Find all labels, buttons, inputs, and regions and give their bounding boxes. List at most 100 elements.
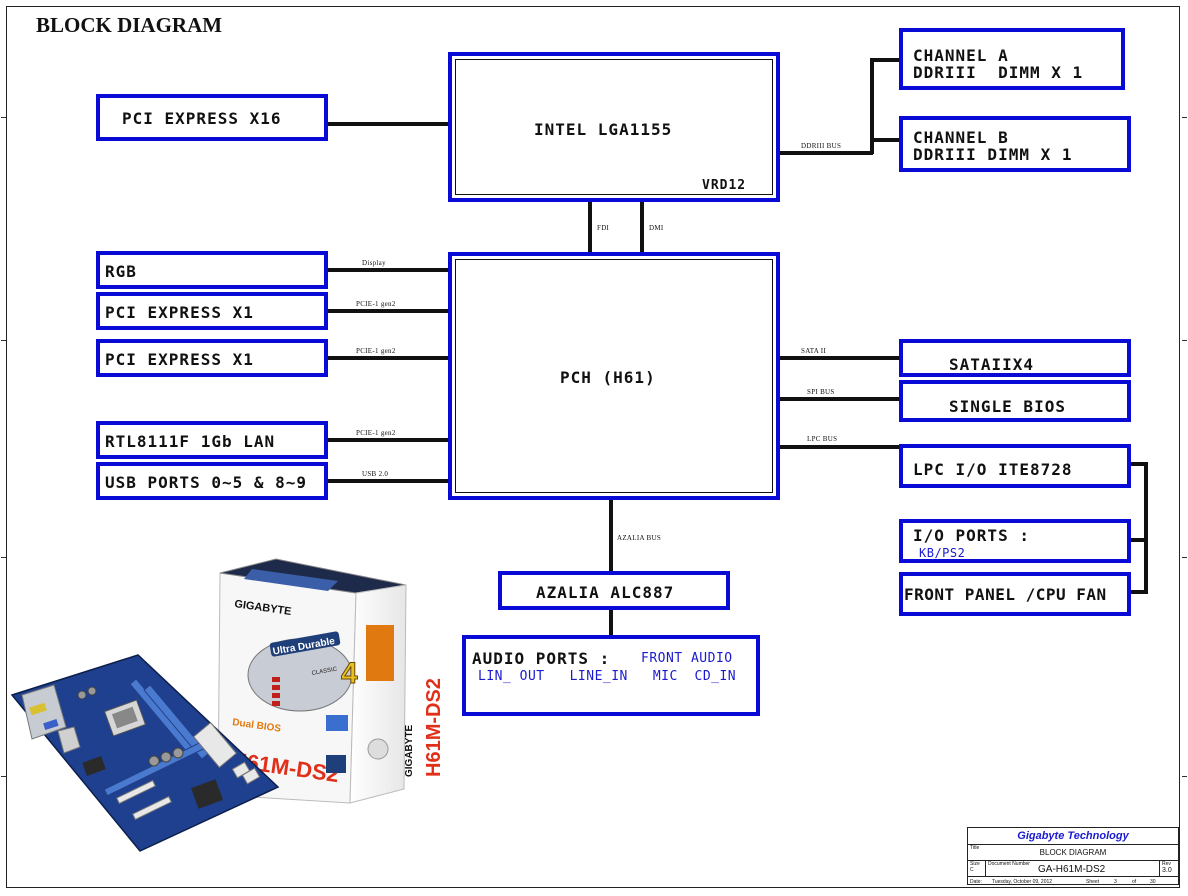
feature-bullet bbox=[272, 685, 280, 690]
title-block-divider bbox=[985, 861, 986, 877]
ddr-bus-vertical bbox=[870, 58, 874, 154]
usb-stack bbox=[57, 726, 81, 754]
feature-bullet bbox=[272, 701, 280, 706]
title-block-rev-label: Rev bbox=[1162, 861, 1171, 867]
title-block-sheet-label: Sheet bbox=[1086, 879, 1100, 885]
channel-a-title: CHANNEL A bbox=[913, 46, 1009, 65]
drawing-frame bbox=[6, 6, 1180, 888]
retail-box-logo bbox=[326, 715, 348, 731]
audio-ports-label: AUDIO PORTS : bbox=[472, 649, 611, 668]
retail-box-logo bbox=[326, 755, 346, 773]
bios-block: SINGLE BIOS bbox=[899, 380, 1131, 422]
lpc-io-block: LPC I/O ITE8728 bbox=[899, 444, 1131, 488]
retail-box-side-art bbox=[366, 625, 394, 681]
pcie-b-line bbox=[326, 356, 450, 360]
title-block-date: Tuesday, October 09, 2012 bbox=[992, 879, 1053, 885]
retail-box-side-model: H61M-DS2 bbox=[423, 678, 445, 777]
usb-label: USB PORTS 0~5 & 8~9 bbox=[105, 473, 308, 492]
title-block-of: 30 bbox=[1150, 879, 1156, 885]
fdi-label: FDI bbox=[597, 224, 610, 232]
io-ports-line bbox=[1128, 538, 1148, 542]
usb-block: USB PORTS 0~5 & 8~9 bbox=[96, 462, 328, 500]
title-block-company: Gigabyte Technology bbox=[1017, 830, 1129, 842]
title-block-divider bbox=[1159, 861, 1160, 877]
spi-bus-label: SPI BUS bbox=[807, 388, 835, 396]
vga-port bbox=[43, 719, 59, 731]
title-block-docnum: GA-H61M-DS2 bbox=[1038, 864, 1106, 875]
audio-items-label: LIN_ OUT LINE_IN MIC CD_IN bbox=[478, 669, 737, 684]
pcie-gen2-label: PCIE-1 gen2 bbox=[356, 429, 396, 437]
cpu-block: INTEL LGA1155 VRD12 bbox=[448, 52, 780, 202]
front-panel-line bbox=[1128, 590, 1148, 594]
channel-b-line bbox=[870, 138, 902, 142]
cpu-label: INTEL LGA1155 bbox=[534, 120, 673, 139]
page-title: BLOCK DIAGRAM bbox=[36, 13, 223, 37]
pcie-a-line bbox=[326, 309, 450, 313]
azalia-bus-line bbox=[609, 498, 613, 574]
pcie-x16-block: PCI EXPRESS X16 bbox=[96, 94, 328, 141]
sata-bus-label: SATA II bbox=[801, 347, 827, 355]
sata-line bbox=[778, 356, 902, 360]
pcie-gen2-label: PCIE-1 gen2 bbox=[356, 300, 396, 308]
audio-front-label: FRONT AUDIO bbox=[641, 651, 733, 666]
title-block-docnum-label: Document Number bbox=[988, 861, 1030, 867]
audio-line bbox=[609, 607, 613, 638]
title-block-title: BLOCK DIAGRAM bbox=[1039, 848, 1107, 857]
retail-box-side-brand: GIGABYTE bbox=[404, 724, 415, 777]
channel-a-dimm: DDRIII DIMM X 1 bbox=[913, 63, 1084, 82]
display-line bbox=[326, 268, 450, 272]
title-block-title-row: Title BLOCK DIAGRAM bbox=[968, 844, 1178, 861]
border-tick bbox=[1, 776, 6, 777]
lan-label: RTL8111F 1Gb LAN bbox=[105, 432, 276, 451]
sata-port bbox=[241, 767, 261, 785]
border-tick bbox=[1182, 776, 1187, 777]
azalia-label: AZALIA ALC887 bbox=[536, 583, 675, 602]
lpc-bus-label: LPC BUS bbox=[807, 435, 838, 443]
parallel-port bbox=[29, 702, 47, 716]
pch-block: PCH (H61) bbox=[448, 252, 780, 500]
ddr-bus-label: DDRIII BUS bbox=[801, 142, 842, 150]
channel-b-dimm: DDRIII DIMM X 1 bbox=[913, 145, 1073, 164]
cpu-socket-lever bbox=[111, 706, 138, 729]
io-ports-label: I/O PORTS : bbox=[913, 526, 1030, 545]
lpc-io-label: LPC I/O ITE8728 bbox=[913, 460, 1073, 479]
capacitor bbox=[77, 690, 87, 700]
border-tick bbox=[1, 557, 6, 558]
pcie-x1-block: PCI EXPRESS X1 bbox=[96, 339, 328, 377]
border-tick bbox=[1182, 340, 1187, 341]
ultra-durable-number: 4 bbox=[341, 657, 358, 690]
retail-box-side bbox=[349, 584, 407, 804]
channel-a-block: CHANNEL A DDRIII DIMM X 1 bbox=[899, 28, 1125, 90]
pcie-x16-label: PCI EXPRESS X16 bbox=[122, 109, 282, 128]
pcie-x1-slot bbox=[132, 795, 172, 821]
pcie-x1-block: PCI EXPRESS X1 bbox=[96, 292, 328, 330]
rgb-block: RGB bbox=[96, 251, 328, 289]
dimm-slot bbox=[143, 684, 209, 760]
cpu-inner-border bbox=[455, 59, 773, 195]
pcie-x1-slot bbox=[116, 779, 156, 805]
audio-ports-block: AUDIO PORTS : FRONT AUDIO LIN_ OUT LINE_… bbox=[462, 635, 760, 716]
front-panel-block: FRONT PANEL /CPU FAN bbox=[899, 572, 1131, 616]
lpc-io-vertical bbox=[1144, 462, 1148, 594]
usb-line bbox=[326, 479, 450, 483]
dmi-line bbox=[640, 200, 644, 254]
title-block-date-row: Date: Tuesday, October 09, 2012 Sheet 3 … bbox=[968, 876, 1178, 887]
pcie-x1-label: PCI EXPRESS X1 bbox=[105, 350, 254, 369]
border-tick bbox=[1182, 557, 1187, 558]
channel-b-block: CHANNEL B DDRIII DIMM X 1 bbox=[899, 116, 1131, 172]
capacitor bbox=[160, 751, 172, 763]
azalia-bus-label: AZALIA BUS bbox=[617, 534, 662, 542]
lan-line bbox=[326, 438, 450, 442]
chipset-heatsink bbox=[191, 779, 223, 809]
usb-bus-label: USB 2.0 bbox=[362, 470, 389, 478]
border-tick bbox=[1, 117, 6, 118]
pcie16-line bbox=[326, 122, 450, 126]
vrm-heatsink bbox=[82, 756, 106, 776]
product-illustration: H61M-DS2 GIGABYTE GIGABYTE Ultra Durable… bbox=[10, 558, 445, 852]
ddr-bus-line bbox=[778, 151, 873, 155]
lpc-io-right-line bbox=[1128, 462, 1148, 466]
dmi-label: DMI bbox=[649, 224, 664, 232]
atx-power-connector bbox=[193, 721, 237, 769]
product-photo: H61M-DS2 GIGABYTE GIGABYTE Ultra Durable… bbox=[8, 555, 454, 860]
pcie-x1-label: PCI EXPRESS X1 bbox=[105, 303, 254, 322]
